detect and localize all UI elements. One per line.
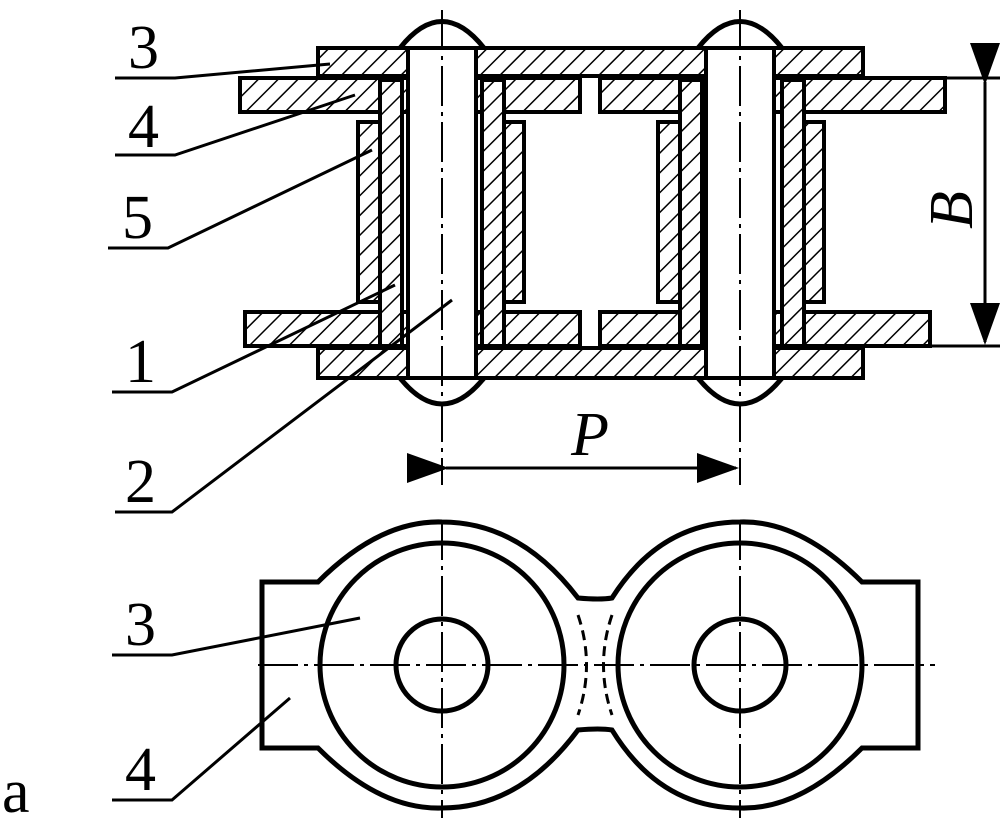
outer-plate-bottom bbox=[316, 346, 865, 380]
label-inner-plate-bottom: 4 bbox=[125, 736, 156, 804]
chain-section-view: B P 3 4 5 1 2 bbox=[108, 10, 1000, 516]
label-outer-plate-top: 3 bbox=[128, 14, 159, 82]
label-pin: 2 bbox=[125, 448, 156, 516]
inner-plate-outline bbox=[259, 519, 921, 811]
bushing-left-a bbox=[378, 78, 404, 348]
leader-5 bbox=[108, 148, 373, 250]
label-inner-plate-top: 4 bbox=[128, 93, 159, 161]
label-bushing: 1 bbox=[125, 328, 156, 396]
label-roller: 5 bbox=[122, 184, 153, 252]
bushing-left-b bbox=[480, 78, 506, 348]
chain-side-view: 3 4 bbox=[112, 519, 935, 818]
leader-3-top bbox=[115, 62, 331, 80]
figure-label: a bbox=[2, 758, 30, 825]
leader-3-bottom bbox=[112, 616, 361, 657]
leader-4-bottom bbox=[112, 696, 291, 802]
leader-2 bbox=[115, 298, 453, 514]
dim-p-label: P bbox=[570, 401, 609, 469]
label-outer-plate-bottom: 3 bbox=[125, 591, 156, 659]
bushing-right-a bbox=[678, 78, 704, 348]
leader-4-top bbox=[115, 93, 356, 157]
leader-1 bbox=[112, 283, 396, 394]
bushing-right-b bbox=[780, 78, 806, 348]
outer-plate-top bbox=[316, 46, 865, 78]
dim-b-label: B bbox=[918, 191, 986, 229]
